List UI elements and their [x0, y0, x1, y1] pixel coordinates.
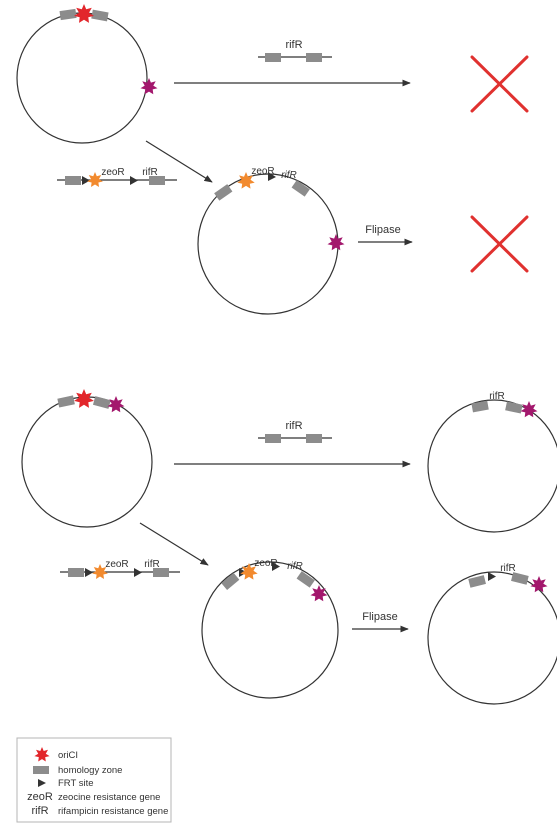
zeoR-rifR-cassette-top: zeoR rifR [57, 167, 177, 187]
purple-star-icon [140, 78, 158, 95]
legend-item-oriCI: oriCI [34, 747, 78, 762]
legend-label: rifampicin resistance gene [58, 806, 168, 817]
frt-arrow-icon [38, 779, 46, 787]
oriCI-star-icon [34, 747, 50, 762]
rifR-fragment-top: rifR [258, 39, 332, 62]
purple-star-icon [107, 396, 125, 413]
zeoR-label: zeoR [101, 167, 124, 178]
rifR-label: rifR [281, 170, 297, 181]
oriCI-star-icon [74, 4, 94, 23]
purple-star-icon [520, 401, 538, 418]
plasmid-top-middle: zeoR rifR [197, 166, 345, 315]
homology-zone-icon [33, 766, 49, 774]
zeoR-rifR-cassette-bottom: zeoR rifR [60, 559, 180, 579]
rifR-label: rifR [285, 39, 302, 51]
legend-symbol: zeoR [27, 791, 53, 803]
failed-cross-icon [470, 215, 529, 273]
purple-star-icon [530, 576, 548, 593]
top-scenario: rifR zeoR rifR zeoR rifR [16, 4, 529, 315]
rifR-label: rifR [142, 167, 158, 178]
rifR-fragment-bottom: rifR [258, 420, 332, 443]
zeoR-label: zeoR [105, 559, 128, 570]
homology-zone-left [59, 8, 77, 21]
legend-item-frt-site: FRT site [38, 778, 94, 789]
legend-item-rifR: rifR rifampicin resistance gene [31, 805, 168, 817]
flipase-label: Flipase [365, 224, 400, 236]
purple-star-icon [310, 585, 328, 602]
plasmid-bottom-right-lower: rifR [427, 563, 557, 705]
rifR-label: rifR [144, 559, 160, 570]
legend-item-homology-zone: homology zone [33, 765, 122, 776]
orange-star-icon [87, 172, 103, 187]
legend-item-zeoR: zeoR zeocine resistance gene [27, 791, 160, 803]
orange-star-icon [237, 172, 255, 189]
frt-arrow-icon [82, 176, 90, 185]
zeoR-label: zeoR [254, 558, 277, 569]
legend-symbol: rifR [31, 805, 48, 817]
legend-label: oriCI [58, 750, 78, 761]
rifR-label: rifR [489, 391, 505, 402]
rifR-label: rifR [287, 561, 303, 572]
orange-star-icon [240, 563, 258, 580]
legend-label: zeocine resistance gene [58, 792, 160, 803]
zeoR-label: zeoR [251, 166, 274, 177]
purple-star-icon [327, 234, 345, 251]
legend-label: FRT site [58, 778, 94, 789]
plasmid-bottom-middle: zeoR rifR [201, 558, 339, 699]
plasmid-bottom-left [21, 389, 153, 528]
plasmid-top-left [16, 4, 158, 144]
orange-star-icon [92, 564, 108, 579]
legend-label: homology zone [58, 765, 122, 776]
homology-zone-right [91, 9, 109, 22]
plasmid-bottom-right-upper: rifR [427, 391, 557, 533]
failed-cross-icon [470, 55, 529, 113]
bottom-scenario: rifR rifR zeoR rifR [21, 389, 557, 705]
rifR-label: rifR [285, 420, 302, 432]
oriCI-star-icon [74, 389, 94, 408]
rifR-label: rifR [500, 563, 516, 574]
legend: oriCI homology zone FRT site zeoR zeocin… [16, 737, 172, 823]
flipase-label: Flipase [362, 611, 397, 623]
